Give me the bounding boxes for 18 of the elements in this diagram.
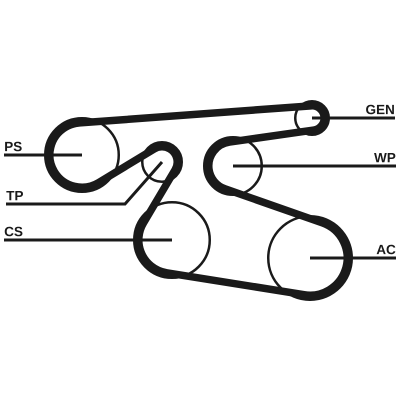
- leader-line: [4, 154, 82, 156]
- pulley: [294, 100, 330, 136]
- leader-line: [310, 256, 396, 260]
- leader-line: [6, 161, 164, 206]
- part-label: WP: [374, 153, 396, 162]
- leader-line: [233, 164, 396, 168]
- part-label: GEN: [366, 104, 394, 114]
- part-label: PS: [5, 142, 22, 152]
- leader-line: [312, 116, 395, 120]
- pulley: [203, 136, 263, 196]
- part-label: AC: [376, 244, 396, 254]
- pulley: [267, 215, 353, 301]
- leader-line: [4, 238, 172, 242]
- pulley: [141, 141, 183, 183]
- pulley: [44, 117, 120, 193]
- part-label: TP: [6, 191, 23, 200]
- pulley: [133, 201, 211, 279]
- part-label: CS: [4, 226, 22, 236]
